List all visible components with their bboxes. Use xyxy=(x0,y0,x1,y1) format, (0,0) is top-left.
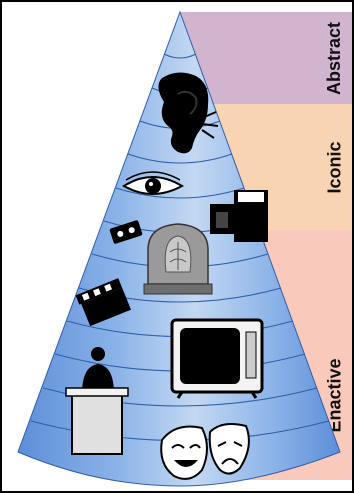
television-icon xyxy=(172,320,262,398)
radio-icon xyxy=(144,224,212,294)
